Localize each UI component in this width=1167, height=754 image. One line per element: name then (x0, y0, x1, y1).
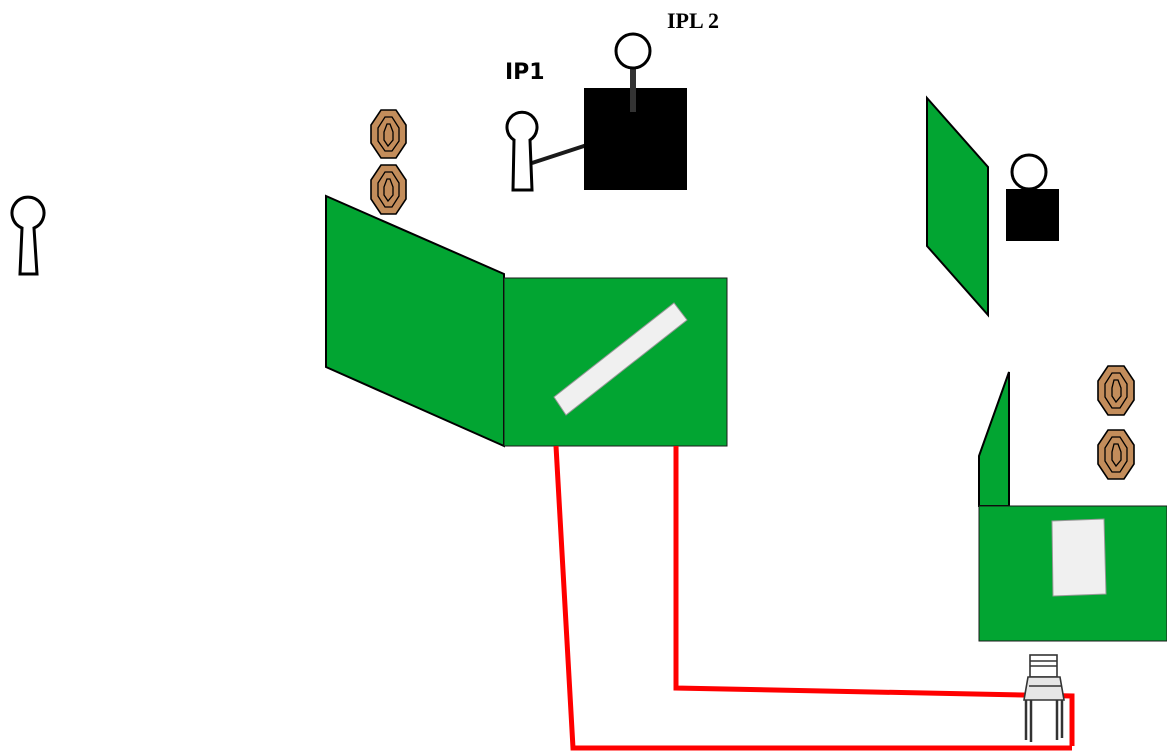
ipl2-label: IPL 2 (667, 8, 719, 33)
right-upper-wall (926, 95, 989, 318)
chair-icon (1023, 654, 1065, 742)
ipl2-barrel-icon (584, 32, 687, 190)
target-icon (370, 164, 407, 215)
right-wall-window (1051, 518, 1107, 597)
target-icon (1097, 365, 1135, 416)
left-angled-wall (325, 194, 505, 448)
fault-line-inner (673, 446, 1075, 746)
target-icon (1097, 429, 1135, 480)
target-icon (370, 109, 407, 159)
right-barrel-icon (1006, 153, 1059, 241)
right-lower-angled-wall (978, 371, 1010, 507)
ip1-label: IP1 (505, 60, 545, 85)
left-shooting-position-icon (10, 195, 46, 276)
fault-line-outer (553, 445, 1072, 751)
center-wall-port (553, 302, 688, 416)
ip1-shooting-position-icon (505, 110, 588, 192)
